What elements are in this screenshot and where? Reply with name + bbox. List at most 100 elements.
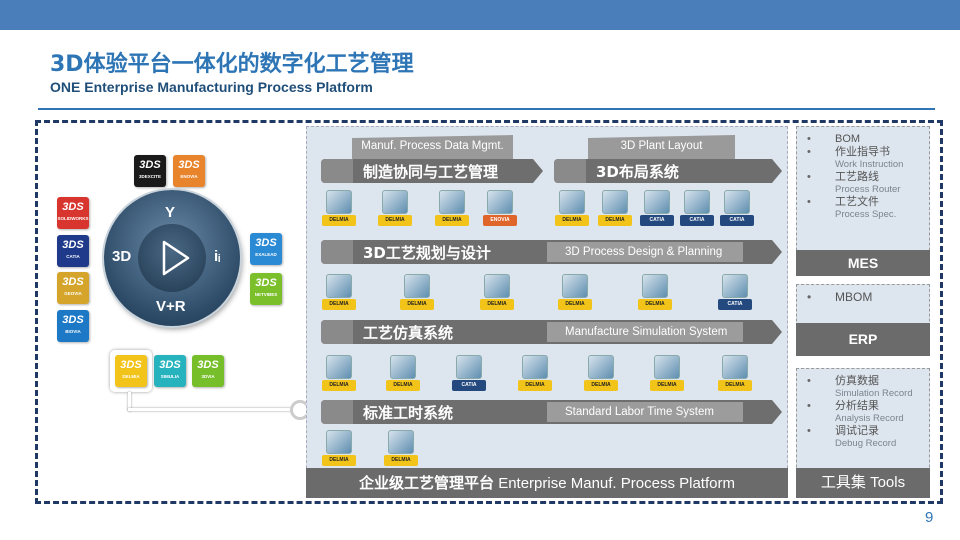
app-graphic-icon — [326, 190, 352, 214]
item-en: Simulation Record — [835, 388, 913, 399]
item-zh: 工艺路线 — [835, 171, 879, 183]
bullet: • — [807, 171, 811, 183]
item-en: Work Instruction — [835, 159, 904, 170]
footer-zh: 企业级工艺管理平台 — [359, 474, 495, 492]
3ds-logo-icon: 3DS — [62, 239, 84, 251]
app-graphic-icon — [562, 274, 588, 298]
tab-manuf-data-mgmt: Manuf. Process Data Mgmt. — [352, 135, 513, 160]
app-icon-delmia[interactable]: DELMIA — [384, 430, 418, 466]
app-icon-delmia[interactable]: DELMIA — [558, 274, 592, 310]
banner-label: 制造协同与工艺管理 — [363, 163, 499, 181]
app-icon-delmia[interactable]: DELMIA — [584, 355, 618, 391]
app-brand-label: DELMIA — [322, 455, 356, 466]
item-en: Analysis Record — [835, 413, 904, 424]
app-icon-catia[interactable]: CATIA — [640, 190, 674, 226]
app-graphic-icon — [522, 355, 548, 379]
app-icon-delmia[interactable]: DELMIA — [555, 190, 589, 226]
3ds-logo-icon: 3DS — [255, 277, 277, 289]
app-icon-catia[interactable]: CATIA — [680, 190, 714, 226]
item-zh: BOM — [835, 133, 861, 145]
page-subtitle: ONE Enterprise Manufacturing Process Pla… — [50, 79, 373, 95]
3ds-logo-icon: 3DS — [62, 314, 84, 326]
play-icon — [162, 240, 190, 276]
app-icon-delmia[interactable]: DELMIA — [322, 355, 356, 391]
app-icon-delmia[interactable]: DELMIA — [518, 355, 552, 391]
item-en: Process Router — [835, 184, 901, 195]
app-icon-delmia[interactable]: DELMIA — [322, 430, 356, 466]
tools-title: 工具集 Tools — [796, 468, 930, 498]
app-icon-delmia[interactable]: DELMIA — [322, 190, 356, 226]
footer-en: Enterprise Manuf. Process Platform — [498, 475, 735, 492]
app-brand-label: DELMIA — [718, 380, 752, 391]
app-icon-delmia[interactable]: DELMIA — [378, 190, 412, 226]
mes-item: •BOM — [807, 133, 929, 146]
app-graphic-icon — [684, 190, 710, 214]
tile-netvibes[interactable]: 3DS NETVIBES — [250, 273, 282, 305]
banner-en-label: Manufacture Simulation System — [547, 322, 743, 342]
app-icon-delmia[interactable]: DELMIA — [322, 274, 356, 310]
bullet: • — [807, 146, 811, 158]
app-brand-label: DELMIA — [384, 455, 418, 466]
3ds-logo-icon: 3DS — [120, 359, 142, 371]
app-graphic-icon — [326, 430, 352, 454]
banner-manuf-collab[interactable]: 制造协同与工艺管理 — [321, 159, 543, 183]
app-brand-label: CATIA — [718, 299, 752, 310]
app-graphic-icon — [642, 274, 668, 298]
tile-catia[interactable]: 3DS CATIA — [57, 235, 89, 267]
app-icon-catia[interactable]: CATIA — [452, 355, 486, 391]
app-brand-label: DELMIA — [650, 380, 684, 391]
tile-label: NETVIBES — [254, 292, 278, 297]
app-icon-catia[interactable]: CATIA — [720, 190, 754, 226]
3ds-logo-icon: 3DS — [62, 276, 84, 288]
app-brand-label: DELMIA — [322, 215, 356, 226]
app-brand-label: CATIA — [452, 380, 486, 391]
page-number: 9 — [925, 509, 934, 526]
bullet: • — [807, 400, 811, 412]
3dexperience-compass[interactable]: Y 3D iᵢ V+R — [104, 190, 240, 326]
bullet: • — [807, 290, 812, 304]
app-icon-delmia[interactable]: DELMIA — [650, 355, 684, 391]
tile-label: CATIA — [66, 254, 80, 259]
compass-center[interactable] — [138, 224, 206, 292]
compass-left: 3D — [112, 248, 132, 265]
item-en: Process Spec. — [835, 209, 897, 220]
item-zh: 工艺文件 — [835, 196, 879, 208]
app-brand-label: CATIA — [680, 215, 714, 226]
compass-right: iᵢ — [214, 248, 221, 265]
app-icon-delmia[interactable]: DELMIA — [638, 274, 672, 310]
app-icon-delmia[interactable]: DELMIA — [400, 274, 434, 310]
app-icon-enovia[interactable]: ENOVIA — [483, 190, 517, 226]
app-icon-catia[interactable]: CATIA — [718, 274, 752, 310]
app-brand-label: DELMIA — [598, 215, 632, 226]
app-icon-delmia[interactable]: DELMIA — [718, 355, 752, 391]
connector-line — [128, 408, 294, 411]
app-icon-delmia[interactable]: DELMIA — [435, 190, 469, 226]
app-graphic-icon — [487, 190, 513, 214]
app-icon-delmia[interactable]: DELMIA — [598, 190, 632, 226]
app-icon-delmia[interactable]: DELMIA — [480, 274, 514, 310]
divider — [38, 108, 935, 110]
banner-3d-layout[interactable]: 3D布局系统 — [554, 159, 782, 183]
tile-label: SIMULIA — [160, 374, 180, 379]
compass-top: Y — [165, 204, 176, 221]
app-graphic-icon — [724, 190, 750, 214]
app-graphic-icon — [644, 190, 670, 214]
app-icon-delmia[interactable]: DELMIA — [386, 355, 420, 391]
banner-en-label: 3D Process Design & Planning — [547, 242, 743, 262]
app-graphic-icon — [390, 355, 416, 379]
app-graphic-icon — [326, 355, 352, 379]
app-graphic-icon — [326, 274, 352, 298]
